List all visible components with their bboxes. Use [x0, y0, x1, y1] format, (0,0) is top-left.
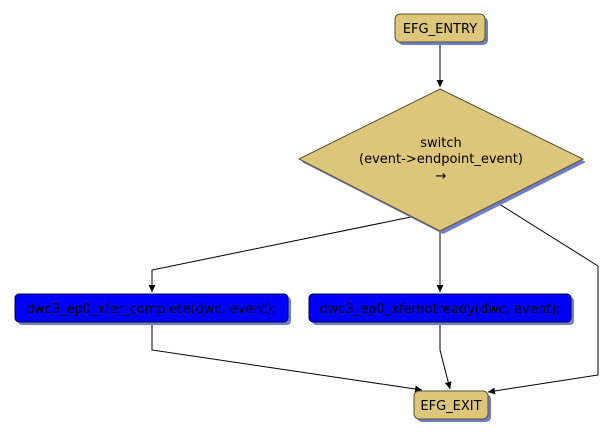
edges [148, 45, 599, 395]
switch-decision-line-2: (event->endpoint_event) [359, 152, 523, 167]
xfer-complete-node-label: dwc3_ep0_xfer_complete(dwc, event); [26, 302, 277, 317]
edge-switch-to-exit [487, 201, 599, 395]
xfer-complete-node: dwc3_ep0_xfer_complete(dwc, event); [14, 293, 291, 325]
switch-decision-line-3: → [436, 169, 447, 184]
edge-xfernotready-to-exit [439, 323, 452, 390]
exit-node: EFG_EXIT [413, 390, 491, 422]
switch-decision-node: switch (event->endpoint_event) → [297, 88, 586, 234]
entry-node: EFG_ENTRY [394, 13, 488, 45]
edge-xfer-complete-to-exit [151, 323, 423, 393]
xfernotready-node: dwc3_ep0_xfernotready(dwc, event); [308, 293, 574, 325]
exit-node-label: EFG_EXIT [420, 399, 481, 414]
entry-node-label: EFG_ENTRY [403, 22, 477, 37]
switch-decision-line-1: switch [420, 136, 462, 151]
edge-switch-to-xfer-complete [148, 216, 412, 292]
xfernotready-node-label: dwc3_ep0_xfernotready(dwc, event); [319, 302, 560, 317]
